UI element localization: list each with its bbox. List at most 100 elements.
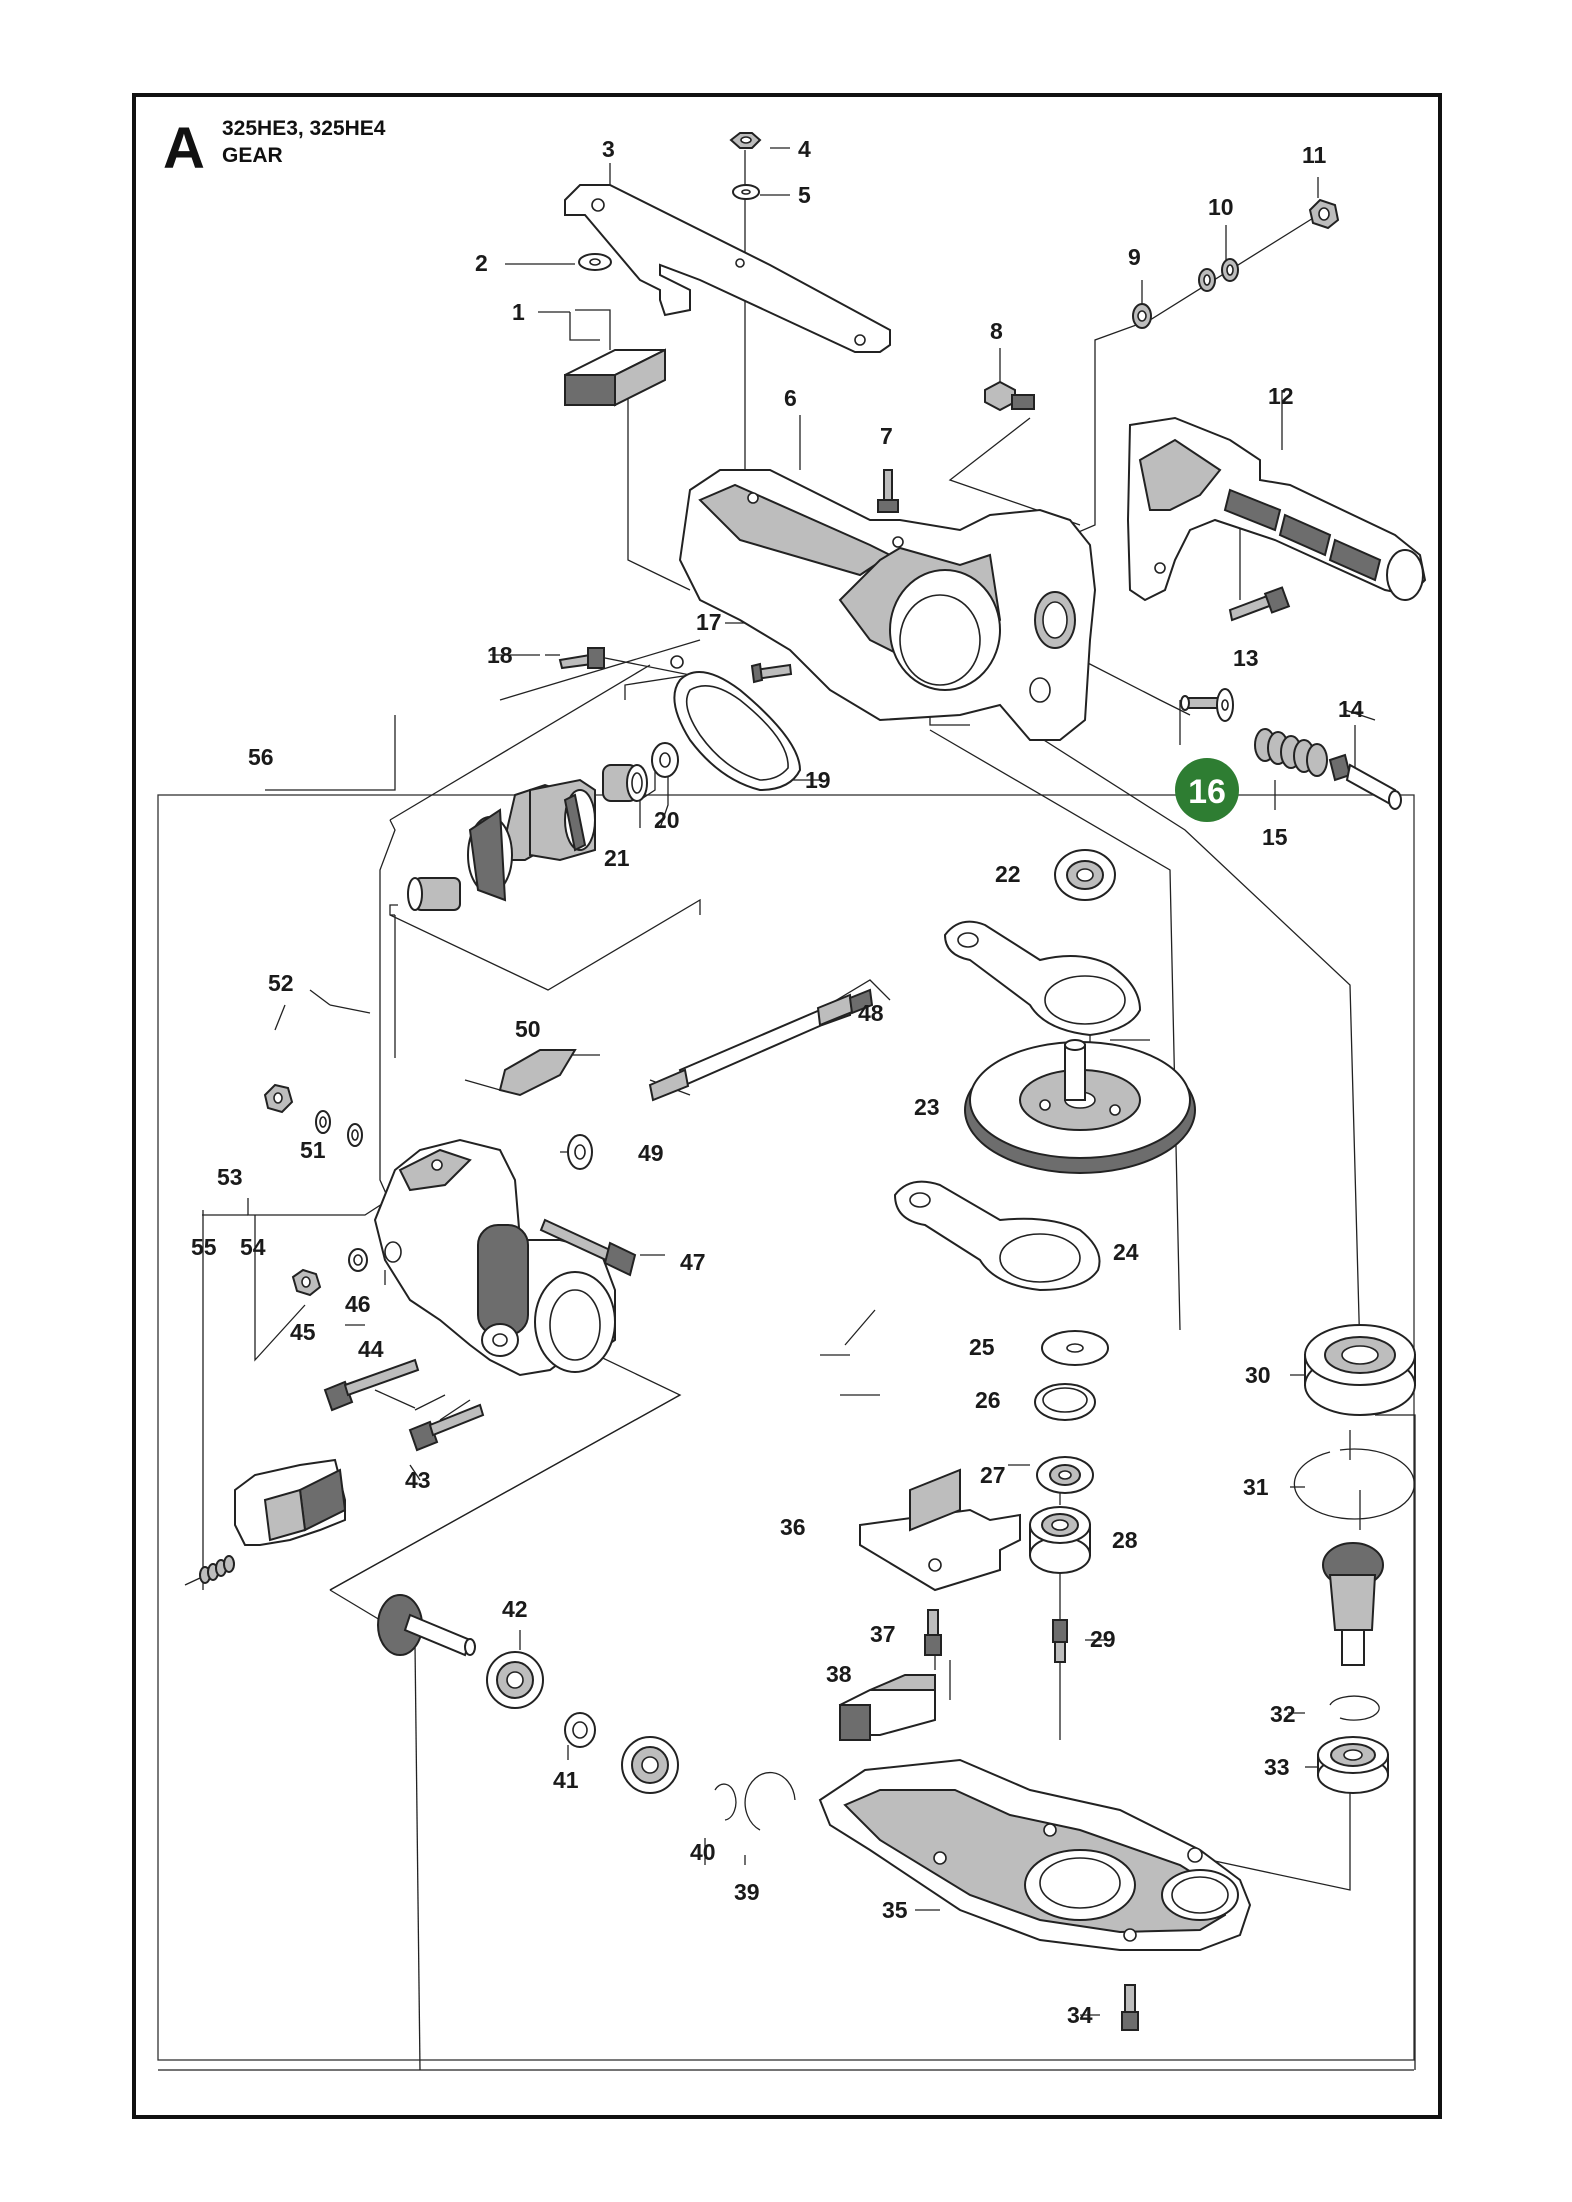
label-11[interactable]: 11	[1302, 142, 1327, 168]
label-12[interactable]: 12	[1268, 383, 1294, 409]
label-38[interactable]: 38	[826, 1661, 852, 1687]
part-26-seal	[1034, 1383, 1096, 1421]
label-50[interactable]: 50	[515, 1016, 541, 1042]
highlight-badge-16[interactable]	[1175, 758, 1239, 822]
part-35-base-plate	[818, 1758, 1252, 1951]
label-14[interactable]: 14	[1338, 696, 1364, 722]
part-28-bearing	[1029, 1506, 1091, 1574]
label-30[interactable]: 30	[1245, 1362, 1271, 1388]
part-43-screw	[408, 1403, 485, 1452]
label-26[interactable]: 26	[975, 1387, 1001, 1413]
part-50-shim	[498, 1049, 577, 1097]
label-56[interactable]: 56	[248, 744, 274, 770]
part-14-pin	[1328, 753, 1402, 810]
part-8-plug	[984, 380, 1035, 412]
label-27[interactable]: 27	[980, 1462, 1006, 1488]
label-46[interactable]: 46	[345, 1291, 371, 1317]
label-44[interactable]: 44	[358, 1336, 384, 1362]
label-13[interactable]: 13	[1233, 645, 1259, 671]
part-5-washer	[732, 184, 760, 200]
label-28[interactable]: 28	[1112, 1527, 1138, 1553]
label-51[interactable]: 51	[300, 1137, 326, 1163]
label-48[interactable]: 48	[858, 1000, 884, 1026]
label-9[interactable]: 9	[1128, 244, 1141, 270]
part-15-spring	[1254, 728, 1328, 777]
part-32-circlip	[1329, 1695, 1380, 1721]
label-45[interactable]: 45	[290, 1319, 316, 1345]
label-1[interactable]: 1	[512, 299, 525, 325]
label-15[interactable]: 15	[1262, 824, 1288, 850]
label-54[interactable]: 54	[240, 1234, 266, 1260]
label-36[interactable]: 36	[780, 1514, 806, 1540]
label-23[interactable]: 23	[914, 1094, 940, 1120]
label-34[interactable]: 34	[1067, 2002, 1093, 2028]
label-7[interactable]: 7	[880, 423, 893, 449]
part-37-screw	[924, 1609, 942, 1656]
part-16-pin	[1180, 688, 1234, 722]
part-17-screw	[750, 662, 793, 684]
label-19[interactable]: 19	[805, 767, 831, 793]
label-25[interactable]: 25	[969, 1334, 995, 1360]
label-55[interactable]: 55	[191, 1234, 217, 1260]
label-5[interactable]: 5	[798, 182, 811, 208]
label-52[interactable]: 52	[268, 970, 294, 996]
part-22-bearing	[1054, 849, 1116, 901]
label-43[interactable]: 43	[405, 1467, 431, 1493]
part-47-bolt	[539, 1218, 637, 1277]
label-6[interactable]: 6	[784, 385, 797, 411]
label-21[interactable]: 21	[604, 845, 630, 871]
part-53-gearbox	[373, 1138, 616, 1377]
part-13-screw	[1228, 586, 1291, 622]
part-33-bearing	[1317, 1736, 1389, 1794]
part-41-bushing	[564, 1712, 596, 1748]
part-4-nut	[729, 132, 762, 149]
part-39-circlip	[744, 1771, 796, 1831]
label-49[interactable]: 49	[638, 1140, 664, 1166]
part-52-nut	[263, 1083, 294, 1114]
highlight-label-16: 16	[1188, 773, 1226, 811]
part-1-key	[564, 309, 666, 407]
label-41[interactable]: 41	[553, 1767, 579, 1793]
section-letter: A	[163, 116, 205, 181]
label-22[interactable]: 22	[995, 861, 1021, 887]
part-12-handle	[1126, 416, 1427, 602]
diagram-title: GEAR	[222, 144, 283, 167]
label-17[interactable]: 17	[696, 609, 722, 635]
part-38-block	[838, 1674, 936, 1741]
label-35[interactable]: 35	[882, 1897, 908, 1923]
part-21-needle-bearing	[602, 764, 648, 802]
label-37[interactable]: 37	[870, 1621, 896, 1647]
label-2[interactable]: 2	[475, 250, 488, 276]
part-6-gear-housing	[678, 469, 1097, 741]
label-53[interactable]: 53	[217, 1164, 243, 1190]
label-47[interactable]: 47	[680, 1249, 706, 1275]
label-31[interactable]: 31	[1243, 1474, 1269, 1500]
label-10[interactable]: 10	[1208, 194, 1234, 220]
part-44-screw	[323, 1358, 420, 1412]
label-40[interactable]: 40	[690, 1839, 716, 1865]
label-32[interactable]: 32	[1270, 1701, 1296, 1727]
part-49-washer	[567, 1134, 593, 1170]
label-18[interactable]: 18	[487, 642, 513, 668]
part-connecting-rod-upper	[943, 920, 1142, 1037]
part-10-washers	[1198, 258, 1239, 292]
part-27-bushing	[1036, 1456, 1094, 1494]
part-11-nut	[1308, 198, 1340, 230]
label-3[interactable]: 3	[602, 136, 615, 162]
part-34-screw	[1121, 1984, 1139, 2031]
part-42-bearing	[486, 1651, 544, 1709]
label-20[interactable]: 20	[654, 807, 680, 833]
label-8[interactable]: 8	[990, 318, 1003, 344]
part-46-washer	[348, 1248, 368, 1272]
label-4[interactable]: 4	[798, 136, 811, 162]
part-30-bearing	[1304, 1324, 1416, 1416]
label-29[interactable]: 29	[1090, 1626, 1116, 1652]
part-29-screw	[1052, 1619, 1068, 1663]
label-33[interactable]: 33	[1264, 1754, 1290, 1780]
page-frame	[132, 93, 1442, 2119]
label-42[interactable]: 42	[502, 1596, 528, 1622]
label-39[interactable]: 39	[734, 1879, 760, 1905]
inner-frame	[157, 794, 1415, 2061]
part-56-bevel-gear-assembly	[407, 778, 596, 911]
label-24[interactable]: 24	[1113, 1239, 1139, 1265]
